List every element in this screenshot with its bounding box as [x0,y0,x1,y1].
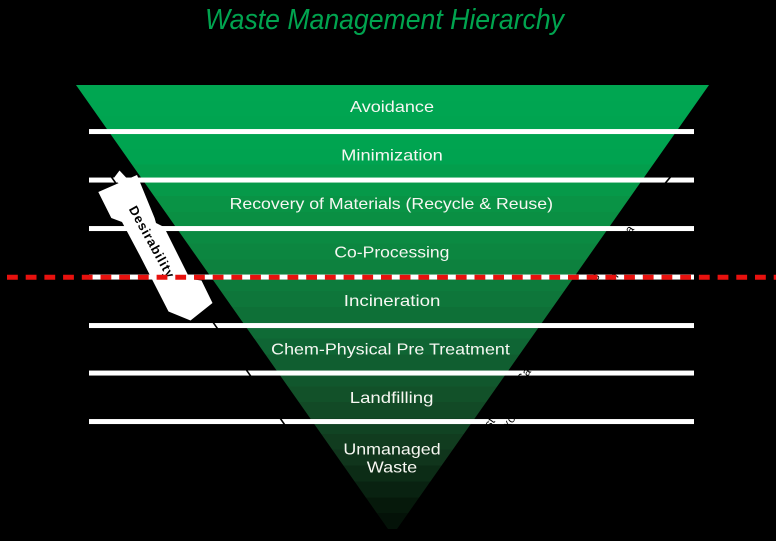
svg-text:Landfilling: Landfilling [350,390,434,407]
svg-text:Sa: Sa [514,365,534,385]
svg-text:Co-Processing: Co-Processing [334,245,449,262]
svg-text:xo: xo [500,412,519,431]
svg-text:ra: ra [619,222,637,239]
svg-text:Minimization: Minimization [341,148,443,165]
svg-text:Avoidance: Avoidance [350,99,434,116]
svg-text:st: st [481,414,498,430]
svg-text:Recovery of Materials (Recycle: Recovery of Materials (Recycle & Reuse) [230,196,553,213]
svg-text:Chem-Physical Pre Treatment: Chem-Physical Pre Treatment [271,342,510,359]
svg-text:Waste Management Hierarchy: Waste Management Hierarchy [205,4,565,36]
svg-text:Waste: Waste [367,460,418,477]
svg-text:Unmanaged: Unmanaged [343,442,440,459]
svg-text:Incineration: Incineration [344,293,441,310]
